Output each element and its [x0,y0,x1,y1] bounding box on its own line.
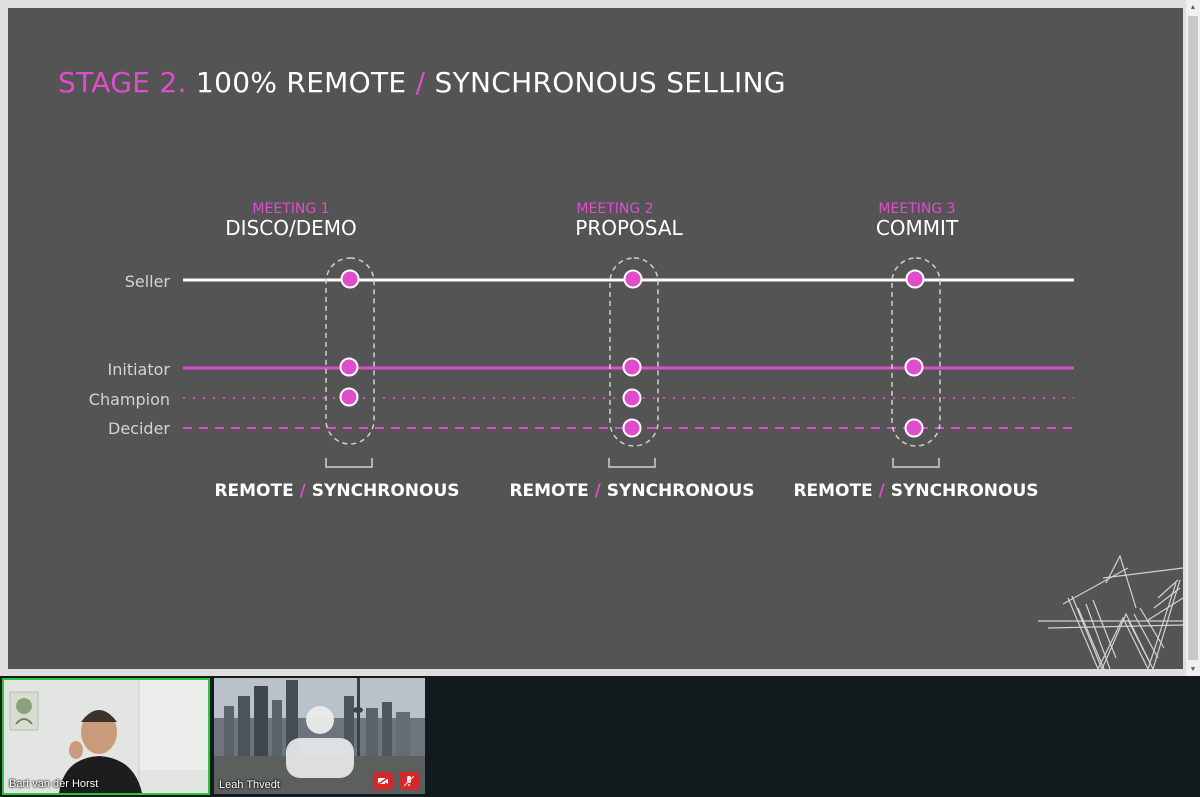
meeting-2-bracket [608,458,656,468]
meeting-2-group-outline [609,257,659,447]
slide-title-slash: / [415,66,426,99]
bart-video-feed [4,680,208,793]
slide-title-part1: 100% REMOTE [195,66,407,99]
presentation-slide: STAGE 2. 100% REMOTE / SYNCHRONOUS SELLI… [8,8,1183,669]
meeting-2-number: MEETING 2 [576,201,653,217]
meeting-1-champion-dot [339,387,359,407]
meeting-2-name: PROPOSAL [575,216,683,240]
camera-off-icon[interactable] [373,772,393,790]
participant-video-strip: Bart van der Horst Leah Thvedt [0,676,1200,797]
slide-title: STAGE 2. 100% REMOTE / SYNCHRONOUS SELLI… [58,66,786,99]
meeting-1-name: DISCO/DEMO [225,216,356,240]
meeting-3-bracket [892,458,940,468]
role-label-decider: Decider [108,419,170,438]
slide-title-part2: SYNCHRONOUS SELLING [434,66,786,99]
mic-off-icon[interactable] [399,772,419,790]
slide-title-stage: STAGE 2. [58,66,187,99]
meeting-2-seller-dot [623,269,643,289]
meeting-1-mode: REMOTE / SYNCHRONOUS [214,481,459,501]
scroll-up-arrow-icon[interactable]: ▲ [1189,3,1197,11]
role-label-initiator: Initiator [108,360,171,379]
scroll-down-arrow-icon[interactable]: ▼ [1189,665,1197,673]
meeting-1-group-outline [325,257,375,445]
video-tile-leah[interactable]: Leah Thvedt [214,678,425,794]
meeting-3-name: COMMIT [876,216,959,240]
meeting-3-number: MEETING 3 [878,201,955,217]
meeting-3-mode: REMOTE / SYNCHRONOUS [793,481,1038,501]
role-label-champion: Champion [89,390,170,409]
role-label-seller: Seller [125,272,171,291]
meeting-1-seller-dot [340,269,360,289]
meeting-3-initiator-dot [904,357,924,377]
leah-city-background [214,678,425,794]
meeting-1-initiator-dot [339,357,359,377]
meeting-3-decider-dot [904,418,924,438]
sketch-w-logo [1038,554,1183,669]
meeting-1-number: MEETING 1 [252,201,329,217]
video-tile-bart[interactable]: Bart van der Horst [2,678,210,795]
meeting-2-champion-dot [622,388,642,408]
scrollbar-thumb[interactable] [1188,16,1198,660]
shared-screen-area: STAGE 2. 100% REMOTE / SYNCHRONOUS SELLI… [8,0,1200,676]
participant-name-bart: Bart van der Horst [9,778,99,790]
meeting-diagram: Seller Initiator Champion Decider MEETIN… [89,201,1183,669]
participant-name-leah: Leah Thvedt [219,779,280,791]
meeting-3-group-outline [891,257,941,447]
meeting-2-decider-dot [622,418,642,438]
vertical-scrollbar[interactable]: ▲ ▼ [1186,0,1200,676]
meeting-2-initiator-dot [622,357,642,377]
meeting-3-seller-dot [905,269,925,289]
meeting-2-mode: REMOTE / SYNCHRONOUS [509,481,754,501]
meeting-1-bracket [325,458,373,468]
